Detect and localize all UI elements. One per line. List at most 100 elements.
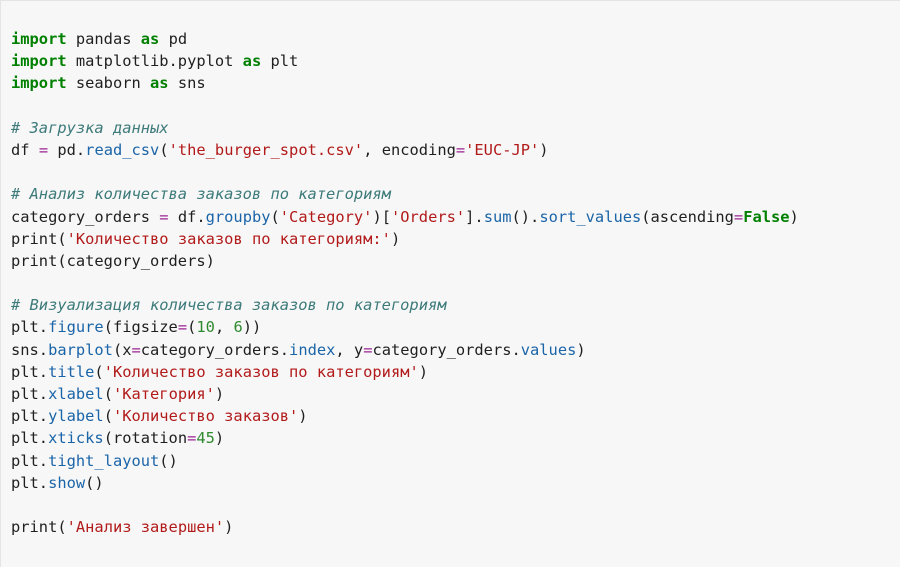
code-token: print	[11, 518, 58, 537]
code-token: =	[159, 207, 169, 226]
code-token: matplotlib.pyplot	[66, 52, 243, 71]
code-token: ylabel	[48, 407, 104, 426]
code-line: plt.xlabel('Категория')	[11, 383, 799, 405]
code-token: plt.	[11, 362, 49, 381]
code-line	[11, 161, 799, 183]
code-token: sort_values	[539, 207, 642, 226]
code-token: sum	[483, 207, 512, 226]
code-token: =	[187, 429, 197, 448]
code-token: ,	[214, 318, 234, 337]
code-token: 'EUC-JP'	[465, 140, 540, 159]
code-token: =	[455, 140, 466, 159]
code-line: category_orders = df.groupby('Category')…	[11, 206, 799, 228]
code-token: =	[177, 318, 188, 337]
code-line: print('Количество заказов по категориям:…	[11, 228, 799, 250]
code-token: , y	[335, 340, 364, 359]
code-line: plt.show()	[11, 472, 799, 494]
code-token: ].	[465, 207, 484, 226]
code-token: pd	[159, 30, 188, 48]
code-token: pandas	[66, 30, 141, 48]
code-token: )	[418, 362, 429, 381]
code-token: =	[131, 340, 141, 359]
code-line: plt.tight_layout()	[11, 450, 799, 472]
code-token: as	[150, 74, 169, 93]
code-token: =	[733, 207, 744, 226]
code-token: =	[363, 340, 373, 359]
code-token: barplot	[48, 340, 113, 359]
code-token: 'Категория'	[112, 385, 215, 403]
code-token: )	[789, 207, 799, 226]
code-token: import	[11, 52, 67, 71]
code-token: =	[38, 140, 49, 159]
code-token: , encoding	[363, 140, 456, 159]
code-line	[11, 494, 799, 516]
code-token: show	[48, 473, 86, 492]
code-token: import	[11, 30, 67, 48]
code-token: (	[103, 407, 113, 426]
code-token: df	[11, 140, 39, 159]
code-token: (x	[112, 340, 132, 359]
code-token: xlabel	[48, 385, 104, 403]
code-token: pd.	[48, 140, 86, 159]
code-token: 'Количество заказов по категориям'	[103, 362, 419, 381]
code-token: )	[539, 140, 549, 159]
code-token: print	[11, 251, 58, 270]
code-token: groupby	[205, 207, 271, 226]
code-line: plt.xticks(rotation=45)	[11, 427, 799, 449]
code-token: 'Анализ завершен'	[66, 518, 225, 537]
code-token: as	[242, 52, 262, 71]
code-token: figure	[48, 318, 104, 337]
code-token: )	[214, 385, 225, 403]
code-token: title	[48, 362, 95, 381]
code-line: # Визуализация количества заказов по кат…	[11, 294, 799, 316]
code-token: (	[159, 140, 169, 159]
code-token: values	[520, 340, 577, 359]
code-token: print	[11, 229, 58, 248]
code-token: )[	[372, 207, 391, 226]
code-token: plt.	[11, 451, 49, 470]
code-token: (	[270, 207, 280, 226]
code-line	[11, 95, 799, 117]
code-line: # Анализ количества заказов по категория…	[11, 183, 799, 205]
code-token: )	[298, 407, 308, 426]
code-token: index	[289, 340, 336, 359]
code-token: import	[11, 74, 67, 93]
code-token: sns	[168, 74, 206, 93]
code-token: )	[576, 340, 586, 359]
code-token: ()	[159, 451, 178, 470]
code-token: (ascending	[641, 207, 734, 226]
code-line: df = pd.read_csv('the_burger_spot.csv', …	[11, 139, 799, 161]
code-token: read_csv	[85, 140, 160, 159]
code-token: plt.	[11, 385, 49, 403]
code-token: category_orders.	[140, 340, 290, 359]
code-token: (figsize	[103, 318, 178, 337]
code-token: # Анализ количества заказов по категория…	[11, 185, 391, 204]
code-token: (	[57, 518, 67, 537]
code-token: # Загрузка данных	[11, 118, 169, 137]
code-token: 6	[233, 318, 243, 337]
code-token: plt.	[11, 473, 49, 492]
code-token: (	[103, 385, 113, 403]
code-line: import matplotlib.pyplot as plt	[11, 50, 799, 72]
code-token: plt.	[11, 429, 49, 448]
code-line: import pandas as pd	[11, 28, 799, 50]
code-token: plt	[261, 52, 299, 71]
code-token: 'Количество заказов'	[112, 407, 299, 426]
code-token: (category_orders)	[57, 251, 215, 270]
code-line: plt.title('Количество заказов по категор…	[11, 361, 799, 383]
code-line: print(category_orders)	[11, 250, 799, 272]
code-token: ().	[511, 207, 540, 226]
code-token: xticks	[48, 429, 104, 448]
code-token: 'Category'	[279, 207, 373, 226]
code-token: 'Количество заказов по категориям:'	[66, 229, 391, 248]
code-line: # Загрузка данных	[11, 117, 799, 139]
code-token: (	[94, 362, 104, 381]
code-token: tight_layout	[48, 451, 160, 470]
code-token: (	[187, 318, 197, 337]
code-token: ()	[85, 473, 104, 492]
code-token: # Визуализация количества заказов по кат…	[11, 296, 447, 315]
code-token: 10	[196, 318, 215, 337]
code-line: sns.barplot(x=category_orders.index, y=c…	[11, 339, 799, 361]
